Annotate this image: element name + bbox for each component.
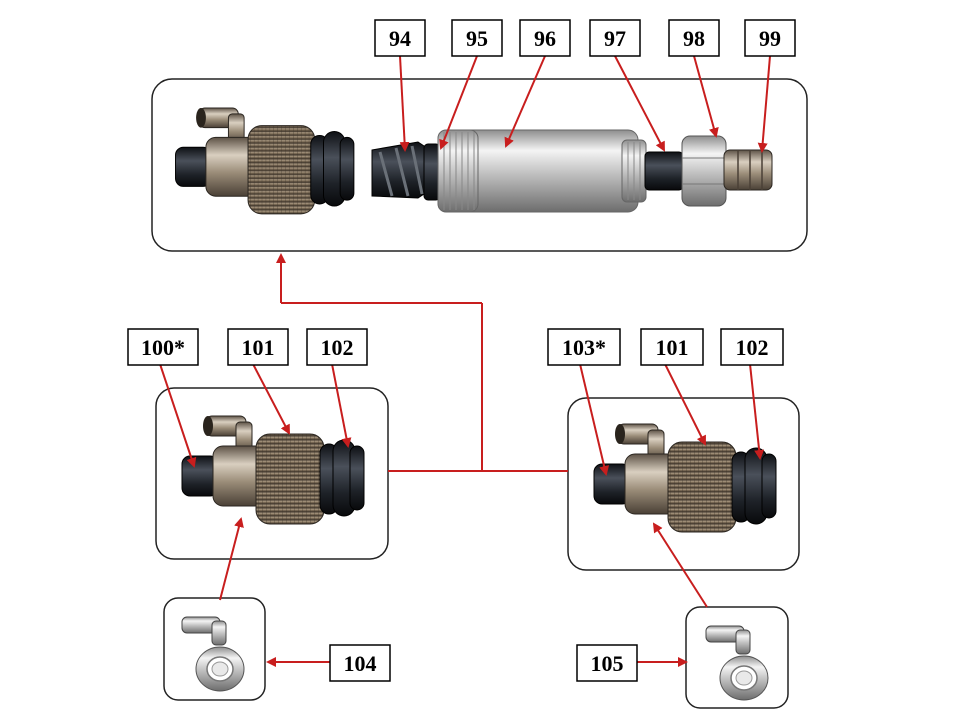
leader-101-left bbox=[252, 363, 290, 435]
callout-94: 94 bbox=[374, 19, 426, 57]
leader-101-right bbox=[664, 363, 706, 446]
svg-text:102: 102 bbox=[321, 335, 354, 360]
svg-text:101: 101 bbox=[242, 335, 275, 360]
callout-99: 99 bbox=[744, 19, 796, 57]
leader-99 bbox=[757, 55, 771, 153]
leader-104-up bbox=[219, 517, 244, 601]
svg-text:97: 97 bbox=[604, 26, 626, 51]
part-94-cutter bbox=[371, 141, 431, 199]
svg-text:105: 105 bbox=[591, 651, 624, 676]
svg-text:99: 99 bbox=[759, 26, 781, 51]
callout-98: 98 bbox=[668, 19, 720, 57]
svg-text:103*: 103* bbox=[562, 335, 606, 360]
callout-96: 96 bbox=[519, 19, 571, 57]
leader-100 bbox=[159, 363, 197, 468]
callout-95: 95 bbox=[451, 19, 503, 57]
leader-96 bbox=[504, 55, 546, 148]
leader-102-right bbox=[749, 363, 765, 460]
leader-arrows bbox=[159, 55, 771, 667]
callout-101-left: 101 bbox=[227, 328, 289, 366]
callout-97: 97 bbox=[589, 19, 641, 57]
callout-104: 104 bbox=[329, 644, 391, 682]
leader-98 bbox=[693, 55, 719, 138]
leader-103 bbox=[579, 363, 610, 476]
callout-102-right: 102 bbox=[720, 328, 784, 366]
leader-102-left bbox=[331, 363, 352, 448]
svg-text:104: 104 bbox=[344, 651, 377, 676]
part-99-barb bbox=[723, 149, 773, 191]
callout-103: 103* bbox=[547, 328, 621, 366]
svg-text:98: 98 bbox=[683, 26, 705, 51]
svg-text:94: 94 bbox=[389, 26, 411, 51]
svg-text:96: 96 bbox=[534, 26, 556, 51]
leader-94 bbox=[399, 55, 410, 152]
svg-text:102: 102 bbox=[736, 335, 769, 360]
leader-95 bbox=[439, 55, 478, 150]
callout-102-left: 102 bbox=[306, 328, 368, 366]
leader-97 bbox=[614, 55, 665, 152]
callout-105: 105 bbox=[576, 644, 638, 682]
top-assembly-illustration bbox=[175, 107, 773, 215]
leader-105-up bbox=[652, 522, 708, 608]
svg-text:95: 95 bbox=[466, 26, 488, 51]
svg-text:100*: 100* bbox=[141, 335, 185, 360]
callout-100: 100* bbox=[127, 328, 199, 366]
callout-101-right: 101 bbox=[640, 328, 704, 366]
svg-text:101: 101 bbox=[656, 335, 689, 360]
part-96-sleeve bbox=[437, 129, 647, 213]
part-97-rod bbox=[644, 151, 684, 191]
connector-lines bbox=[276, 253, 568, 472]
part-98-nut bbox=[681, 135, 727, 207]
